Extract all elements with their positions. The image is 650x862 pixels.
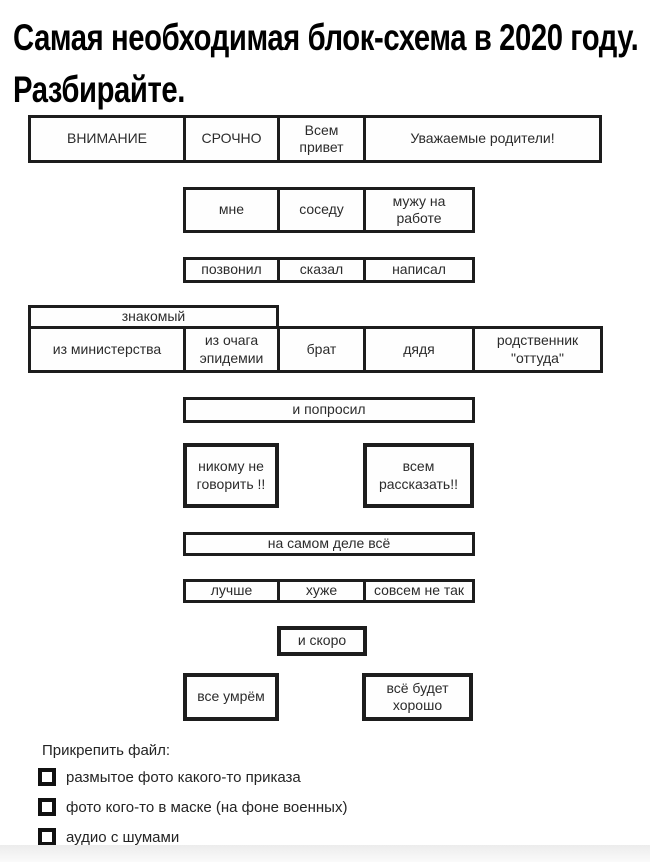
attach-item-label: аудио с шумами (66, 828, 180, 846)
box-called: позвонил (183, 257, 280, 283)
box-relative-from-there: родственник "оттуда" (472, 326, 603, 373)
box-all-will-be-fine: всё будет хорошо (362, 673, 473, 721)
flow-row-sources: из министерства из очага эпидемии брат д… (28, 326, 603, 373)
checkbox-icon (38, 828, 56, 846)
title-line-1: Самая необходимая блок-схема в 2020 году… (13, 17, 639, 58)
box-urgent: СРОЧНО (183, 115, 280, 163)
box-dear-parents: Уважаемые родители! (363, 115, 602, 163)
box-worse: хуже (277, 579, 366, 603)
box-brother: брат (277, 326, 366, 373)
box-uncle: дядя (363, 326, 475, 373)
box-attention: ВНИМАНИЕ (28, 115, 186, 163)
box-we-all-die: все умрём (183, 673, 279, 721)
box-not-like-that: совсем не так (363, 579, 475, 603)
box-from-ministry: из министерства (28, 326, 186, 373)
attach-file-label: Прикрепить файл: (42, 742, 171, 759)
box-hello-all: Всем привет (277, 115, 366, 163)
bottom-strip (0, 845, 650, 862)
flow-row-outcomes: лучше хуже совсем не так (183, 579, 475, 603)
box-better: лучше (183, 579, 280, 603)
checkbox-icon (38, 798, 56, 816)
box-in-fact-everything: на самом деле всё (183, 532, 475, 556)
box-to-neighbor: соседу (277, 187, 366, 233)
attach-item-masked-photo: фото кого-то в маске (на фоне военных) (38, 798, 347, 816)
box-acquaintance: знакомый (28, 305, 279, 329)
box-and-soon: и скоро (277, 626, 367, 656)
flow-row-actions: позвонил сказал написал (183, 257, 475, 283)
page-title: Самая необходимая блок-схема в 2020 году… (13, 12, 639, 116)
box-from-epidemic-hotspot: из очага эпидемии (183, 326, 280, 373)
box-to-husband-at-work: мужу на работе (363, 187, 475, 233)
box-and-asked: и попросил (183, 397, 475, 423)
title-line-2: Разбирайте. (13, 69, 185, 110)
box-to-me: мне (183, 187, 280, 233)
box-said: сказал (277, 257, 366, 283)
flow-row-recipients: мне соседу мужу на работе (183, 187, 475, 233)
flow-row-header: ВНИМАНИЕ СРОЧНО Всем привет Уважаемые ро… (28, 115, 602, 163)
box-wrote: написал (363, 257, 475, 283)
checkbox-icon (38, 768, 56, 786)
attach-item-blurred-photo: размытое фото какого-то приказа (38, 768, 301, 786)
attach-item-label: размытое фото какого-то приказа (66, 768, 301, 786)
box-tell-nobody: никому не говорить !! (183, 443, 279, 508)
box-tell-everyone: всем рассказать!! (363, 443, 474, 508)
attach-item-label: фото кого-то в маске (на фоне военных) (66, 798, 348, 816)
attach-item-noisy-audio: аудио с шумами (38, 828, 179, 846)
